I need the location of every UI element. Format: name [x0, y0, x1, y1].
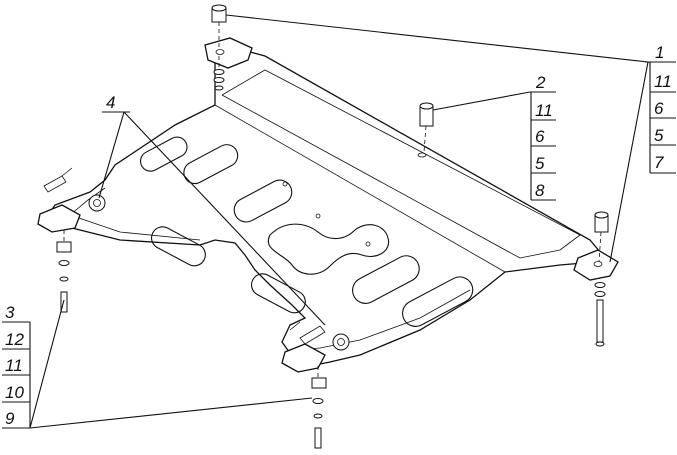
rivet: [282, 181, 288, 187]
bracket-rear: [281, 325, 326, 373]
callout-2-item-1: 11: [535, 101, 553, 120]
fastener-stack-right: [594, 282, 606, 347]
center-lines: [63, 22, 602, 378]
callout-4-leader: 4: [106, 93, 115, 112]
mount-hole: [417, 152, 427, 158]
spacer-top: [211, 4, 227, 23]
callout-1: 1 11 6 5 7: [225, 14, 676, 263]
weld-nut-rear-hole: [337, 338, 345, 346]
fastener-stack-top: [213, 69, 225, 91]
callout-4: 4: [98, 93, 326, 326]
rivet: [365, 241, 371, 247]
callout-2-leader: 2: [535, 73, 546, 92]
relief-slot: [402, 276, 474, 327]
callout-2-item-2: 6: [535, 127, 545, 146]
rivet: [315, 213, 321, 219]
callout-1-item-4: 7: [654, 153, 664, 172]
callout-2-item-4: 8: [535, 181, 545, 200]
callout-1-leader: 1: [655, 43, 664, 62]
callout-1-item-2: 6: [654, 99, 664, 118]
bracket-top: [204, 37, 253, 69]
relief-slot: [233, 179, 293, 223]
relief-slot: [150, 226, 206, 267]
relief-slot: [250, 273, 306, 314]
weld-nut-left: [88, 194, 106, 212]
callout-3-item-4: 9: [5, 409, 15, 428]
callout-1-item-3: 5: [654, 126, 664, 145]
relief-slot: [183, 144, 239, 185]
callout-1-item-1: 11: [654, 72, 672, 91]
relief-slots: [88, 136, 474, 351]
callout-2: 2 11 6 5 8: [432, 73, 556, 201]
callout-3-leader: 3: [5, 303, 15, 322]
relief-slot-serpentine: [267, 223, 390, 275]
weld-nut-rear: [332, 333, 350, 351]
spacer-right: [594, 211, 609, 233]
skid-plate-front-flange: [221, 69, 581, 259]
skid-plate-outline: [47, 51, 601, 367]
skid-plate-front-edge: [214, 104, 506, 273]
fastener-stack-bottom: [311, 377, 327, 449]
callout-3-item-1: 12: [5, 330, 24, 349]
bracket-left: [37, 167, 81, 233]
spacer-mid: [419, 102, 434, 127]
relief-slot: [139, 136, 188, 172]
bracket-right: [573, 249, 619, 281]
callout-2-item-3: 5: [535, 154, 545, 173]
callout-3-item-2: 11: [5, 356, 23, 375]
callout-3: 3 12 11 10 9: [2, 299, 313, 429]
callout-3-item-3: 10: [5, 383, 24, 402]
weld-nut-left-hole: [93, 199, 101, 207]
skid-plate: [47, 51, 601, 367]
relief-slot: [352, 255, 420, 304]
